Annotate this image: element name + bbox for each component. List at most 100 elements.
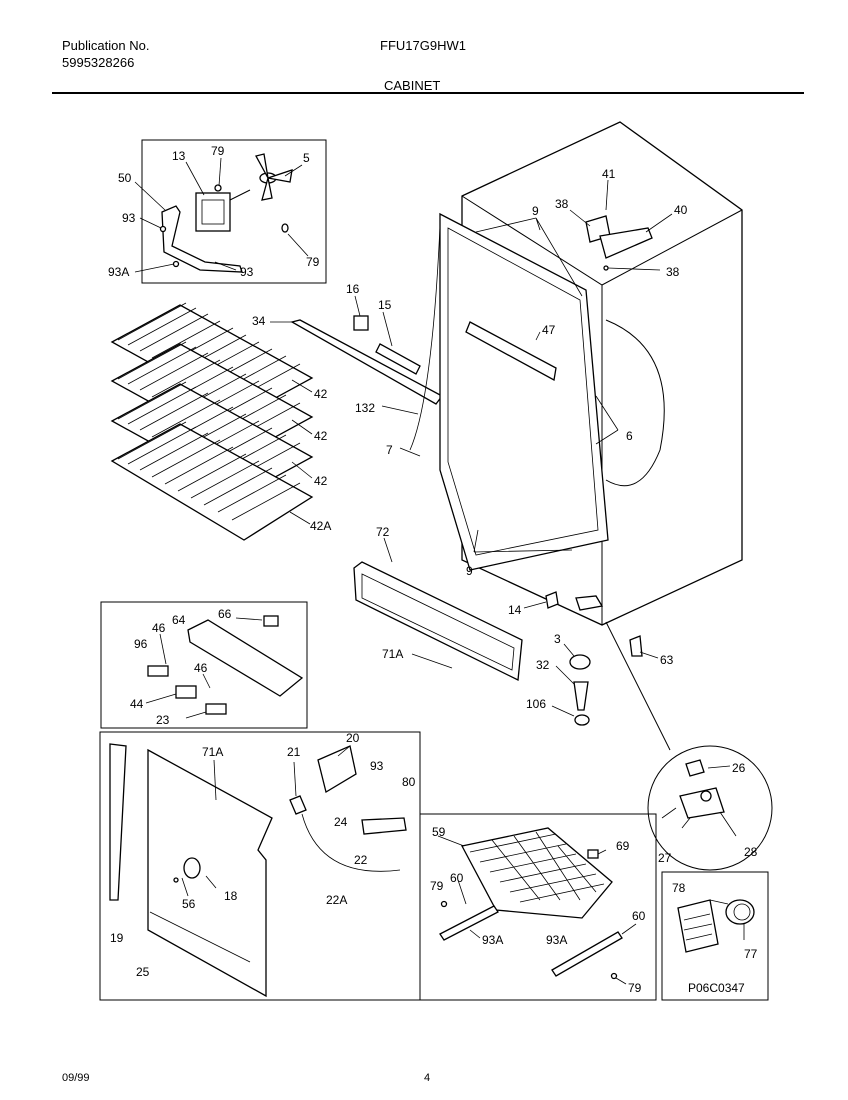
callout-47: 47 — [542, 323, 556, 337]
hinge-detail-circle: 26 28 27 — [647, 745, 773, 871]
callout-26: 26 — [732, 761, 746, 775]
control-knob-66 — [263, 615, 279, 627]
callout-93A: 93A — [546, 933, 567, 947]
light-socket-part — [353, 315, 369, 331]
callout-25: 25 — [136, 965, 150, 979]
light-housing: 34 16 15 132 — [252, 282, 443, 415]
callout-38: 38 — [555, 197, 569, 211]
callout-27: 27 — [658, 851, 672, 865]
callout-18: 18 — [224, 889, 238, 903]
rail-60-left — [439, 905, 499, 941]
callout-93A: 93A — [482, 933, 503, 947]
callout-72: 72 — [376, 525, 390, 539]
door-seal-arc — [605, 319, 665, 487]
callout-21: 21 — [287, 745, 301, 759]
callout-46: 46 — [152, 621, 166, 635]
callout-71A: 71A — [202, 745, 223, 759]
motor-bracket-part — [161, 205, 243, 273]
callout-60: 60 — [450, 871, 464, 885]
callout-42: 42 — [314, 387, 328, 401]
callout-16: 16 — [346, 282, 360, 296]
callout-5: 5 — [303, 151, 310, 165]
callout-93: 93 — [370, 759, 384, 773]
top-hinge-40 — [599, 227, 653, 259]
callout-13: 13 — [172, 149, 186, 163]
relay-21 — [289, 795, 307, 815]
callout-32: 32 — [536, 658, 550, 672]
diagram-code: P06C0347 — [688, 981, 745, 995]
callout-34: 34 — [252, 314, 266, 328]
leg-32 — [573, 681, 589, 711]
switch-44 — [175, 685, 197, 699]
back-panel-25 — [147, 748, 273, 998]
callout-66: 66 — [218, 607, 232, 621]
wire-shelves: 42 42 42 42A — [110, 302, 331, 541]
hinge-cap-26 — [685, 759, 705, 777]
callout-79: 79 — [430, 879, 444, 893]
kickplate-and-base: 72 71A 14 63 3 32 106 — [353, 525, 674, 751]
sensor-78 — [677, 899, 719, 953]
callout-96: 96 — [134, 637, 148, 651]
callout-80: 80 — [402, 775, 416, 789]
callout-106: 106 — [526, 697, 546, 711]
nut-106 — [574, 714, 590, 726]
screw-79-lower — [281, 223, 289, 233]
callout-9: 9 — [532, 204, 539, 218]
publication-number: 5995328266 — [62, 55, 135, 70]
cross-bar-47 — [465, 321, 557, 382]
callout-60: 60 — [632, 909, 646, 923]
roller-3 — [569, 654, 591, 670]
callout-69: 69 — [616, 839, 630, 853]
callout-50: 50 — [118, 171, 132, 185]
callout-19: 19 — [110, 931, 124, 945]
leveler-63 — [629, 635, 643, 657]
callout-7: 7 — [386, 443, 393, 457]
callout-40: 40 — [674, 203, 688, 217]
kickplate-72 — [353, 561, 523, 681]
basket-inset: 59 69 79 60 93A 93A 60 79 — [419, 813, 657, 1001]
bracket-24 — [361, 817, 407, 835]
publication-label: Publication No. — [62, 38, 150, 53]
switch-14 — [545, 591, 559, 609]
callout-71A: 71A — [382, 647, 403, 661]
model-number: FFU17G9HW1 — [380, 38, 466, 53]
fan-motor-inset: 13 79 5 50 93 93A 93 79 — [108, 139, 327, 284]
callout-22: 22 — [354, 853, 368, 867]
fan-motor-part — [195, 189, 251, 232]
callout-41: 41 — [602, 167, 616, 181]
callout-79: 79 — [628, 981, 642, 995]
cover-20 — [317, 745, 357, 794]
callout-3: 3 — [554, 632, 561, 646]
freezer-cabinet: 7 9 47 6 9 — [386, 121, 743, 626]
callout-93: 93 — [122, 211, 136, 225]
header-rule — [52, 92, 804, 94]
callout-56: 56 — [182, 897, 196, 911]
top-hinge: 41 38 40 38 — [555, 167, 688, 279]
control-housing-64 — [187, 619, 304, 697]
page-number: 4 — [424, 1072, 431, 1084]
callout-46: 46 — [194, 661, 208, 675]
screw-79-upper — [214, 184, 222, 192]
light-bulb-part — [375, 343, 421, 375]
switch-23 — [205, 703, 227, 715]
callout-79: 79 — [211, 144, 225, 158]
callout-9: 9 — [466, 564, 473, 578]
door-liner — [439, 212, 609, 571]
callout-14: 14 — [508, 603, 522, 617]
callout-24: 24 — [334, 815, 348, 829]
callout-28: 28 — [744, 845, 758, 859]
callout-38: 38 — [666, 265, 680, 279]
callout-42A: 42A — [310, 519, 331, 533]
callout-22A: 22A — [326, 893, 347, 907]
callout-64: 64 — [172, 613, 186, 627]
callout-15: 15 — [378, 298, 392, 312]
callout-6: 6 — [626, 429, 633, 443]
clip-69 — [587, 849, 599, 859]
section-title: CABINET — [384, 78, 441, 93]
fan-blade-part — [255, 153, 293, 201]
sensor-inset: 78 77 P06C0347 — [661, 871, 769, 1001]
callout-42: 42 — [314, 429, 328, 443]
callout-93A: 93A — [108, 265, 129, 279]
switch-96 — [147, 665, 169, 677]
